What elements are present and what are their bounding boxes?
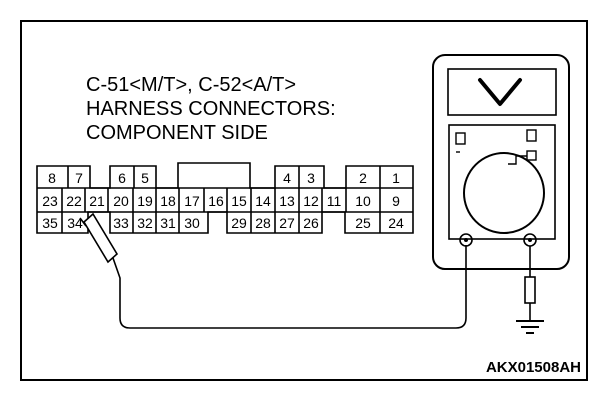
pin-label: 23 — [42, 193, 58, 209]
pin-label: 22 — [66, 193, 82, 209]
test-probe — [79, 212, 467, 329]
pin-label: 8 — [48, 170, 56, 186]
pin-label: 35 — [42, 215, 58, 231]
pin-label: 10 — [355, 193, 371, 209]
pin-labels-bottom-row: 35 34 33 32 31 30 29 28 27 26 25 24 — [42, 215, 404, 231]
pin-label: 12 — [303, 193, 319, 209]
ground-clip — [524, 276, 536, 304]
pin-label: 2 — [359, 170, 367, 186]
multimeter — [432, 54, 570, 270]
pin-label: 31 — [160, 215, 176, 231]
pin-label: 32 — [137, 215, 153, 231]
pin-label: 13 — [279, 193, 295, 209]
pin-label: 19 — [137, 193, 153, 209]
ground-lead — [516, 246, 544, 334]
pin-label: 21 — [89, 193, 105, 209]
jack-com — [459, 233, 473, 247]
pin-labels-top-row: 8 7 6 5 4 3 2 1 — [48, 170, 400, 186]
connector-outline — [36, 162, 414, 234]
pin-label: 29 — [231, 215, 247, 231]
selector-dial-icon — [463, 152, 545, 234]
figure-code: AKX01508AH — [486, 359, 581, 376]
meter-body — [432, 54, 570, 270]
jack-v-inner — [528, 238, 532, 242]
range-box-right-lower — [526, 150, 537, 161]
pin-label: 3 — [307, 170, 315, 186]
pin-label: 15 — [231, 193, 247, 209]
pin-label: 27 — [279, 215, 295, 231]
pin-label: 33 — [113, 215, 129, 231]
pin-label: 24 — [388, 215, 404, 231]
range-step-line — [508, 155, 527, 165]
pin-label: 14 — [255, 193, 271, 209]
pin-label: 7 — [75, 170, 83, 186]
pin-label: 17 — [184, 193, 200, 209]
pin-label: 26 — [303, 215, 319, 231]
pin-labels-middle-row: 23 22 21 20 19 18 17 16 15 14 13 12 11 1… — [42, 193, 400, 209]
pin-label: 25 — [355, 215, 371, 231]
pin-label: 6 — [118, 170, 126, 186]
pin-label: 1 — [392, 170, 400, 186]
jack-com-inner — [464, 238, 468, 242]
ground-icon — [516, 320, 544, 334]
pin-label: 11 — [327, 193, 342, 209]
pin-label: 20 — [113, 193, 129, 209]
pin-label: 34 — [67, 215, 83, 231]
pin-label: 9 — [392, 193, 400, 209]
figure-frame — [20, 20, 588, 381]
title-line-1: C-51<M/T>, C-52<A/T> — [86, 74, 296, 96]
probe-body — [82, 212, 119, 264]
probe-lead — [112, 245, 467, 329]
pin-label: 5 — [141, 170, 149, 186]
pin-label: 16 — [208, 193, 224, 209]
title-line-2: HARNESS CONNECTORS: — [86, 98, 336, 120]
harness-connector — [36, 162, 414, 234]
pin-label: 28 — [255, 215, 271, 231]
pin-label: 18 — [160, 193, 176, 209]
pin-label: 4 — [283, 170, 291, 186]
range-box-right — [526, 129, 537, 142]
range-box-left — [455, 132, 466, 145]
meter-panel — [448, 124, 556, 240]
title-line-3: COMPONENT SIDE — [86, 122, 268, 144]
voltage-v-icon — [478, 78, 522, 106]
pin-label: 30 — [184, 215, 200, 231]
meter-display — [447, 68, 557, 116]
